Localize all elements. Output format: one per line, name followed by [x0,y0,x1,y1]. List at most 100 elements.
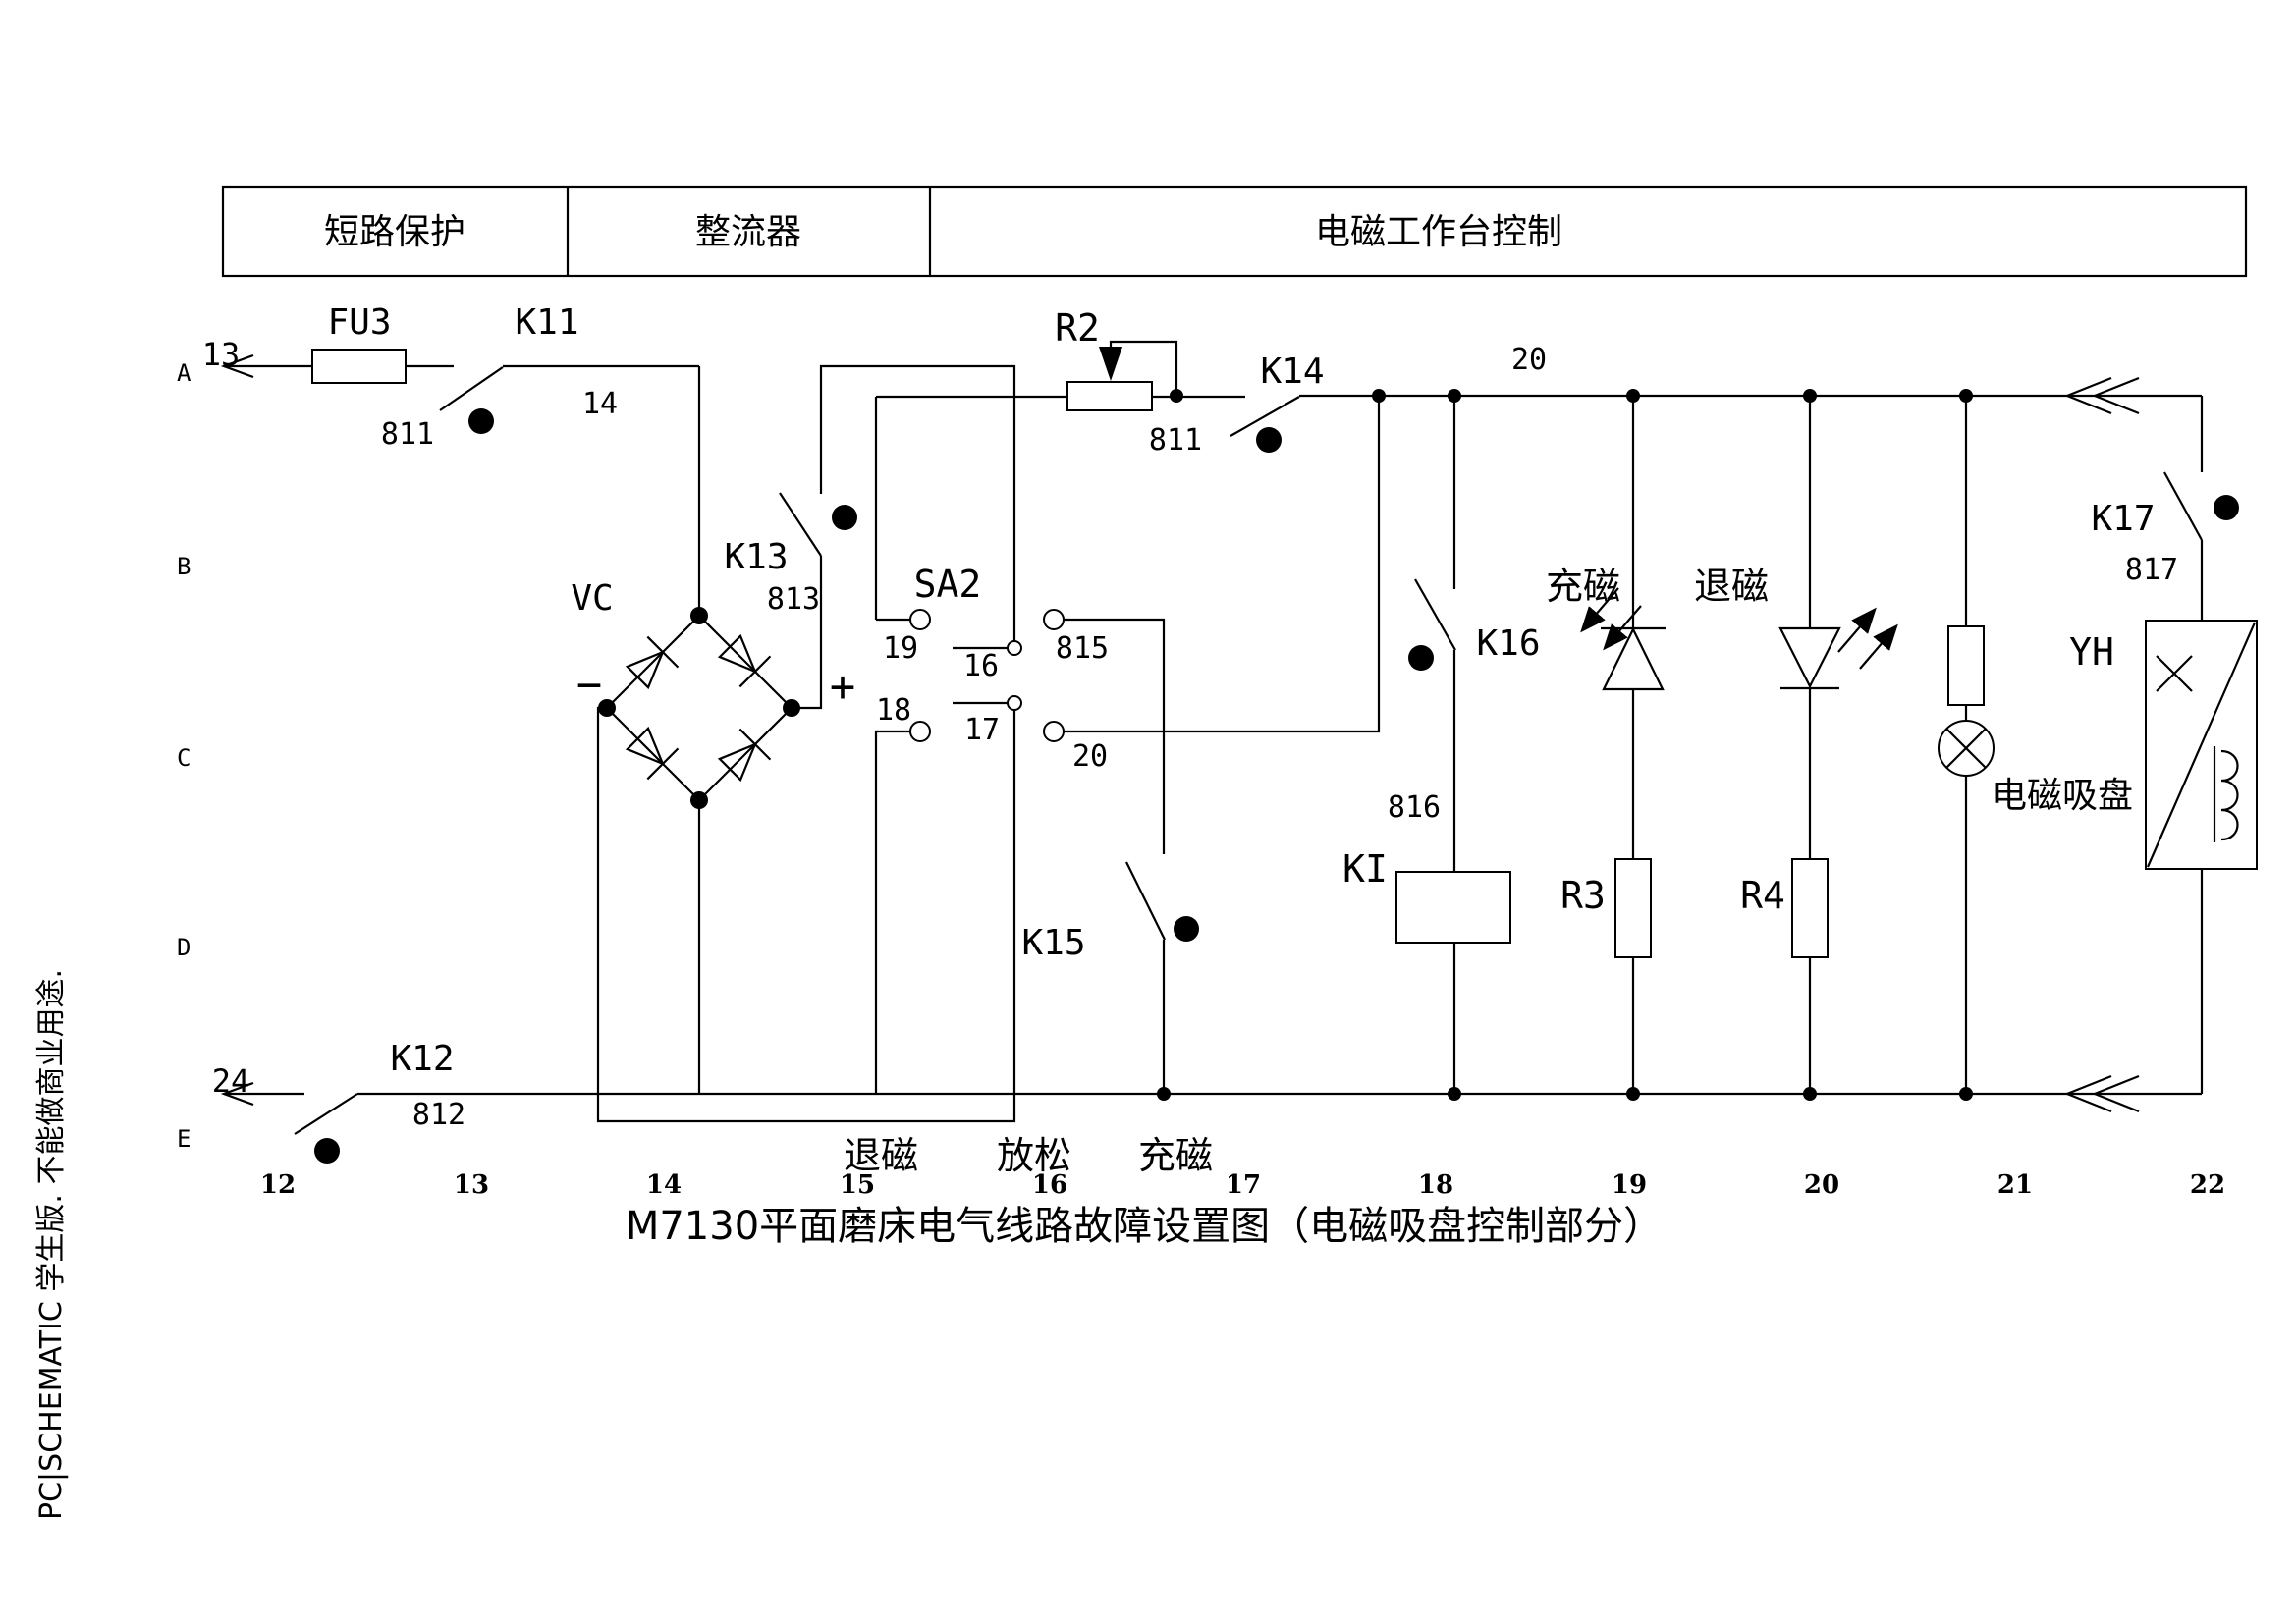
labels: FU3 K11 811 14 13 24 K12 812 VC − + K13 … [202,302,2178,1177]
chevron-break-icon [2064,1074,2112,1113]
junction-dot [1626,1087,1640,1101]
fault-dot-k12 [314,1138,340,1164]
column-number: 17 [1226,1170,1261,1200]
led-arrow-icon [1603,605,1642,651]
bridge-diamond [605,614,793,802]
k16-ki-branch [1395,396,1511,1094]
label-yh: YH [2069,630,2114,674]
resistor-r4 [1791,858,1829,958]
junction-dot [690,607,708,624]
label-led-charge: 充磁 [1546,565,1620,608]
lamp-cross [1945,728,1987,769]
wire-number-812: 812 [412,1098,465,1132]
sa2-contact-19 [909,609,931,630]
fault-dot-k16 [1408,645,1434,671]
wire-number-815: 815 [1056,631,1109,666]
contact-number-20: 20 [1072,739,1108,774]
label-ki: KI [1342,847,1388,891]
sa2-contact-20 [1043,721,1065,742]
label-k15: K15 [1021,923,1085,963]
row-letter: C [177,744,191,772]
led-arrow-icon [1837,607,1877,653]
label-k11: K11 [515,302,578,343]
wire-bridge-minus-to-sa2 [596,706,1016,1123]
sa2-contact-18 [909,721,931,742]
label-r2: R2 [1055,306,1100,350]
switch-k12-blade [294,1093,358,1135]
label-k13: K13 [724,537,788,577]
row-letter: D [177,934,191,961]
label-led-demag: 退磁 [1694,565,1769,608]
demag-led-branch [1778,396,1898,1094]
label-vc: VC [571,578,613,619]
charge-led-branch [1580,396,1666,1094]
label-r4: R4 [1740,874,1785,917]
lamp-branch [1938,396,1995,1094]
chevron-break-icon [2064,376,2112,415]
header-cell-short-circuit-protection: 短路保护 [324,212,465,252]
column-number: 18 [1418,1170,1453,1200]
wire-number-24: 24 [212,1062,250,1100]
sa2-position-release: 放松 [997,1134,1071,1177]
resistor-r3 [1614,858,1652,958]
label-k17: K17 [2091,499,2155,539]
wire-number-816: 816 [1388,790,1441,825]
fault-dot-k17 [2214,495,2239,520]
junction-dot [1448,1087,1461,1101]
yh-coil-icon [2220,749,2239,841]
r2-wiper-arrow-icon [1099,347,1122,381]
wire-number-817: 817 [2125,553,2178,587]
column-number: 21 [1997,1170,2033,1200]
column-numbers: 12 13 14 15 16 17 18 19 20 21 22 [260,1170,2225,1200]
wire-number-14: 14 [582,387,618,421]
chevron-break-icon [2092,376,2140,415]
contact-number-16: 16 [963,649,999,683]
fault-dot-k11 [468,408,494,434]
header-cell-worktable-control: 电磁工作台控制 [1315,212,1562,252]
column-number: 16 [1032,1170,1067,1200]
r2-k14-rail [876,340,2202,453]
column-number: 13 [454,1170,489,1200]
sa2-position-charge: 充磁 [1138,1134,1213,1177]
label-k16: K16 [1476,623,1540,664]
k17-yh-branch [2145,396,2258,1094]
fault-dot-k15 [1174,916,1199,942]
wire-bridge-plus [792,556,823,710]
diode-icon [717,728,772,783]
junction-dot [1372,389,1386,403]
k15-branch [1125,861,1199,1094]
header-cell-rectifier: 整流器 [695,212,801,252]
function-header: 短路保护 整流器 电磁工作台控制 [221,185,2248,278]
bridge-rectifier-vc [596,607,1016,1123]
diode-icon [625,726,680,781]
led-arrow-icon [1580,587,1619,633]
sa2-pole-17 [1007,695,1022,711]
switch-k17-blade [2163,471,2203,541]
row-letter: B [177,553,191,580]
fault-dot-k13 [832,505,857,530]
switch-k15-blade [1125,861,1166,941]
label-k14: K14 [1260,352,1324,392]
k13-branch [779,364,1016,710]
column-number: 15 [840,1170,875,1200]
wire-813-to-sa2 [819,364,1016,641]
selector-sa2 [874,396,1381,1094]
r2-wiper-wire [1109,340,1178,396]
contact-number-18: 18 [876,693,911,728]
column-number: 14 [646,1170,682,1200]
chevron-break-icon [2092,1074,2140,1113]
switch-k13-blade [779,492,822,557]
wire-20 [1064,396,1381,733]
junction-dot [1803,1087,1817,1101]
wire-number-13: 13 [202,336,241,373]
sa2-contact-815 [1043,609,1065,630]
contact-number-19: 19 [883,631,918,666]
fuse-fu3 [311,349,407,384]
diagram-title: M7130平面磨床电气线路故障设置图（电磁吸盘控制部分） [626,1204,1663,1249]
led-arrow-icon [1859,623,1898,670]
yh-diagonal [2146,622,2257,868]
yh-cross-icon [2156,655,2193,692]
fault-dot-k14 [1256,427,1282,453]
switch-k11-blade [439,366,504,411]
